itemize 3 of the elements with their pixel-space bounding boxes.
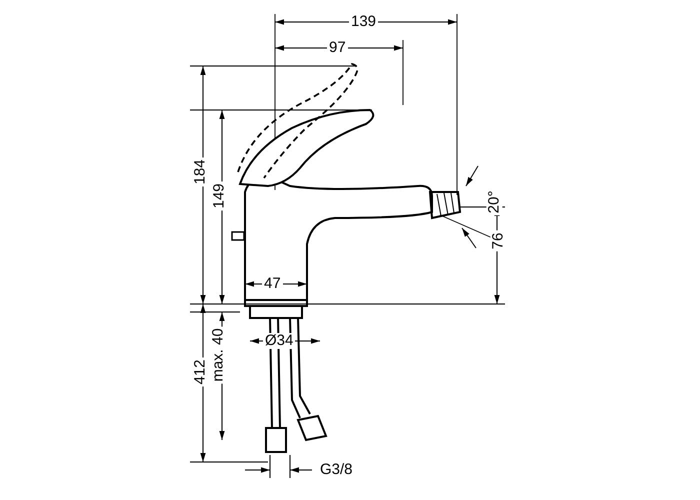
angle-label: 20° (486, 188, 502, 216)
dimension-label: Ø34 (263, 333, 296, 349)
dimension-label: 76 (490, 230, 506, 252)
